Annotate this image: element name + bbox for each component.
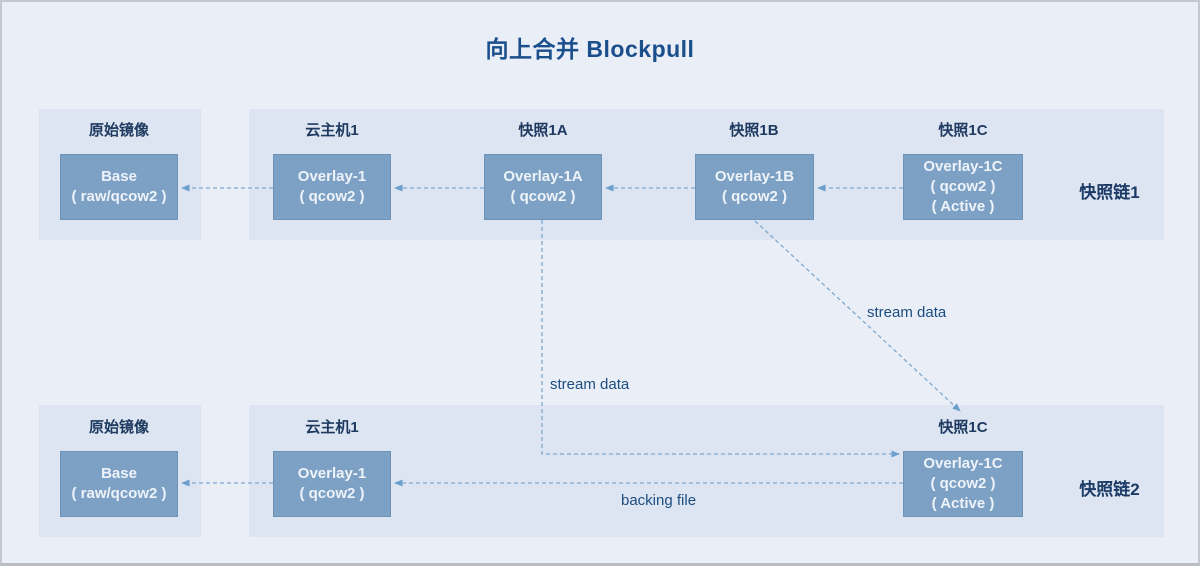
edge-label-stream-data-right: stream data <box>867 304 947 321</box>
box-line: Overlay-1 <box>297 465 367 482</box>
box-line: ( raw/qcow2 ) <box>71 188 167 205</box>
chain1-title: 快照链1 <box>1079 183 1140 202</box>
node-box-overlay1c-chain1: Overlay-1C ( qcow2 ) ( Active ) <box>903 154 1023 220</box>
node-box-overlay1-chain1: Overlay-1 ( qcow2 ) <box>273 154 391 220</box>
box-line: ( qcow2 ) <box>721 188 787 205</box>
box-line: Overlay-1 <box>297 168 367 185</box>
node-label-snapshot1c-chain1: 快照1C <box>938 122 988 139</box>
node-label-snapshot1c-chain2: 快照1C <box>938 419 988 436</box>
box-line: ( qcow2 ) <box>299 188 365 205</box>
node-box-base-chain1: Base ( raw/qcow2 ) <box>60 154 178 220</box>
chain2-title: 快照链2 <box>1079 480 1140 499</box>
box-line: Overlay-1A <box>503 168 583 185</box>
node-label-base-chain2: 原始镜像 <box>88 419 149 436</box>
box-line: Overlay-1C <box>923 455 1003 472</box>
node-label-base-chain1: 原始镜像 <box>88 122 149 139</box>
node-box-overlay1b: Overlay-1B ( qcow2 ) <box>695 154 814 220</box>
node-label-vm1-chain1: 云主机1 <box>305 122 359 139</box>
edge-label-stream-data-left: stream data <box>550 376 630 393</box>
box-line: ( qcow2 ) <box>930 178 996 195</box>
box-line: ( Active ) <box>931 198 995 215</box>
box-line: ( qcow2 ) <box>930 475 996 492</box>
diagram-title: 向上合并 Blockpull <box>485 36 695 62</box>
node-box-base-chain2: Base ( raw/qcow2 ) <box>60 451 178 517</box>
edge-label-backing-file: backing file <box>621 492 697 509</box>
box-line: ( qcow2 ) <box>299 485 365 502</box>
node-label-snapshot1a: 快照1A <box>518 122 568 139</box>
box-line: ( qcow2 ) <box>510 188 576 205</box>
arrow-stream-data-from-overlay1b <box>754 220 961 412</box>
arrow-stream-data-from-overlay1a <box>541 220 900 458</box>
box-line: Base <box>101 465 137 482</box>
box-line: Base <box>101 168 137 185</box>
box-line: ( raw/qcow2 ) <box>71 485 167 502</box>
node-box-overlay1a: Overlay-1A ( qcow2 ) <box>484 154 602 220</box>
box-line: Overlay-1C <box>923 158 1003 175</box>
node-label-vm1-chain2: 云主机1 <box>305 419 359 436</box>
node-box-overlay1c-chain2: Overlay-1C ( qcow2 ) ( Active ) <box>903 451 1023 517</box>
box-line: Overlay-1B <box>714 168 795 185</box>
node-label-snapshot1b: 快照1B <box>729 122 779 139</box>
node-box-overlay1-chain2: Overlay-1 ( qcow2 ) <box>273 451 391 517</box>
box-line: ( Active ) <box>931 495 995 512</box>
